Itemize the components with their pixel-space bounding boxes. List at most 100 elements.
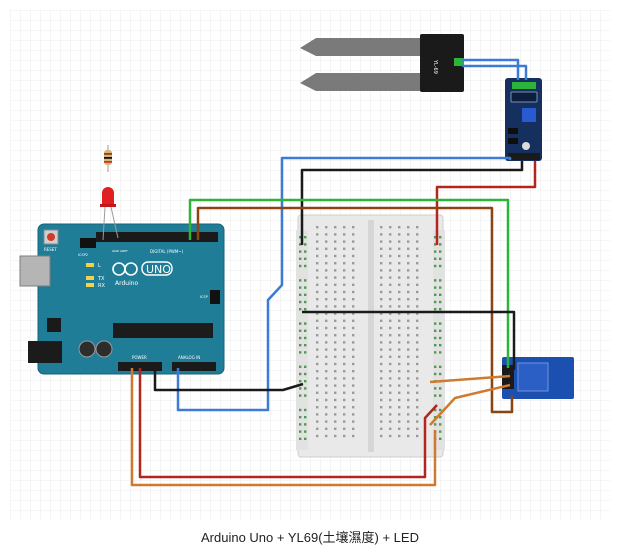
breadboard-hole <box>352 298 355 301</box>
probe-label: YL-69 <box>432 59 438 74</box>
breadboard-hole <box>316 341 319 344</box>
breadboard-hole <box>316 427 319 430</box>
breadboard-hole <box>304 387 307 390</box>
breadboard-hole <box>380 298 383 301</box>
breadboard-hole <box>334 276 337 279</box>
breadboard-hole <box>304 300 307 304</box>
resistor <box>104 145 112 172</box>
breadboard-hole <box>325 319 328 322</box>
breadboard-hole <box>416 384 419 387</box>
breadboard-hole <box>352 384 355 387</box>
breadboard-hole <box>325 413 328 416</box>
breadboard-hole <box>299 236 302 239</box>
breadboard-hole <box>398 283 401 286</box>
breadboard-hole <box>316 413 319 416</box>
breadboard-hole <box>380 420 383 423</box>
breadboard-hole <box>407 341 410 344</box>
breadboard-hole <box>407 377 410 380</box>
breadboard-hole <box>434 344 437 347</box>
breadboard-hole <box>352 254 355 258</box>
breadboard-hole <box>407 355 410 358</box>
breadboard-hole <box>407 283 410 286</box>
breadboard-hole <box>398 384 401 387</box>
icsp2-header: ICSP2 <box>78 238 96 257</box>
breadboard-hole <box>299 243 302 246</box>
breadboard-hole <box>389 427 392 430</box>
breadboard-hole <box>325 290 328 294</box>
breadboard-hole <box>316 233 319 236</box>
breadboard-hole <box>407 269 410 272</box>
breadboard-hole <box>380 391 383 394</box>
reset-label: RESET <box>44 247 57 252</box>
breadboard-hole <box>299 250 302 253</box>
breadboard-hole <box>398 312 401 315</box>
breadboard-hole <box>416 326 419 330</box>
breadboard-hole <box>299 293 302 296</box>
breadboard-hole <box>352 427 355 430</box>
breadboard-hole <box>380 262 383 265</box>
breadboard-hole <box>407 348 410 351</box>
breadboard-hole <box>343 370 346 373</box>
icsp-header: ICSP <box>200 290 220 304</box>
breadboard-hole <box>439 351 442 354</box>
breadboard-hole <box>439 437 442 440</box>
breadboard-hole <box>352 341 355 344</box>
breadboard-hole <box>398 233 401 236</box>
breadboard-hole <box>352 377 355 380</box>
breadboard-hole <box>325 377 328 380</box>
wire-orange-esp-1 <box>429 374 511 384</box>
breadboard-hole <box>389 413 392 416</box>
uno-text: UNO <box>146 263 171 276</box>
breadboard-hole <box>316 326 319 330</box>
breadboard-hole <box>325 398 328 402</box>
breadboard-hole <box>304 243 307 246</box>
breadboard-hole <box>334 384 337 387</box>
breadboard-hole <box>299 430 302 433</box>
breadboard-hole <box>304 329 307 332</box>
breadboard-hole <box>380 377 383 380</box>
breadboard-hole <box>380 226 383 229</box>
breadboard-hole <box>389 226 392 229</box>
breadboard-hole <box>343 406 346 409</box>
breadboard-hole <box>389 398 392 402</box>
breadboard-hole <box>299 437 302 440</box>
breadboard-hole <box>398 326 401 330</box>
breadboard-hole <box>316 434 319 438</box>
breadboard-hole <box>407 254 410 258</box>
breadboard-hole <box>416 420 419 423</box>
breadboard-hole <box>439 293 442 296</box>
breadboard-hole <box>299 408 302 412</box>
breadboard-hole <box>398 427 401 430</box>
breadboard-hole <box>434 372 437 376</box>
breadboard-hole <box>334 334 337 337</box>
breadboard-hole <box>325 362 328 366</box>
breadboard-hole <box>434 329 437 332</box>
breadboard-hole <box>352 420 355 423</box>
breadboard-hole <box>439 416 442 419</box>
breadboard-hole <box>334 348 337 351</box>
breadboard-hole <box>343 391 346 394</box>
breadboard-hole <box>407 391 410 394</box>
breadboard-hole <box>325 384 328 387</box>
breadboard-hole <box>398 290 401 294</box>
breadboard-hole <box>398 334 401 337</box>
breadboard-hole <box>325 276 328 279</box>
breadboard-hole <box>416 319 419 322</box>
breadboard-hole <box>434 394 437 397</box>
breadboard-hole <box>407 406 410 409</box>
breadboard-hole <box>398 305 401 308</box>
l-label: L <box>98 263 101 269</box>
breadboard-hole <box>299 300 302 304</box>
breadboard-hole <box>380 319 383 322</box>
breadboard-hole <box>334 377 337 380</box>
breadboard-hole <box>439 423 442 426</box>
breadboard-hole <box>398 355 401 358</box>
breadboard-hole <box>389 305 392 308</box>
breadboard-hole <box>407 276 410 279</box>
breadboard-hole <box>334 420 337 423</box>
breadboard-hole <box>334 290 337 294</box>
breadboard-hole <box>299 329 302 332</box>
breadboard-hole <box>343 384 346 387</box>
breadboard-hole <box>299 423 302 426</box>
breadboard-hole <box>389 262 392 265</box>
